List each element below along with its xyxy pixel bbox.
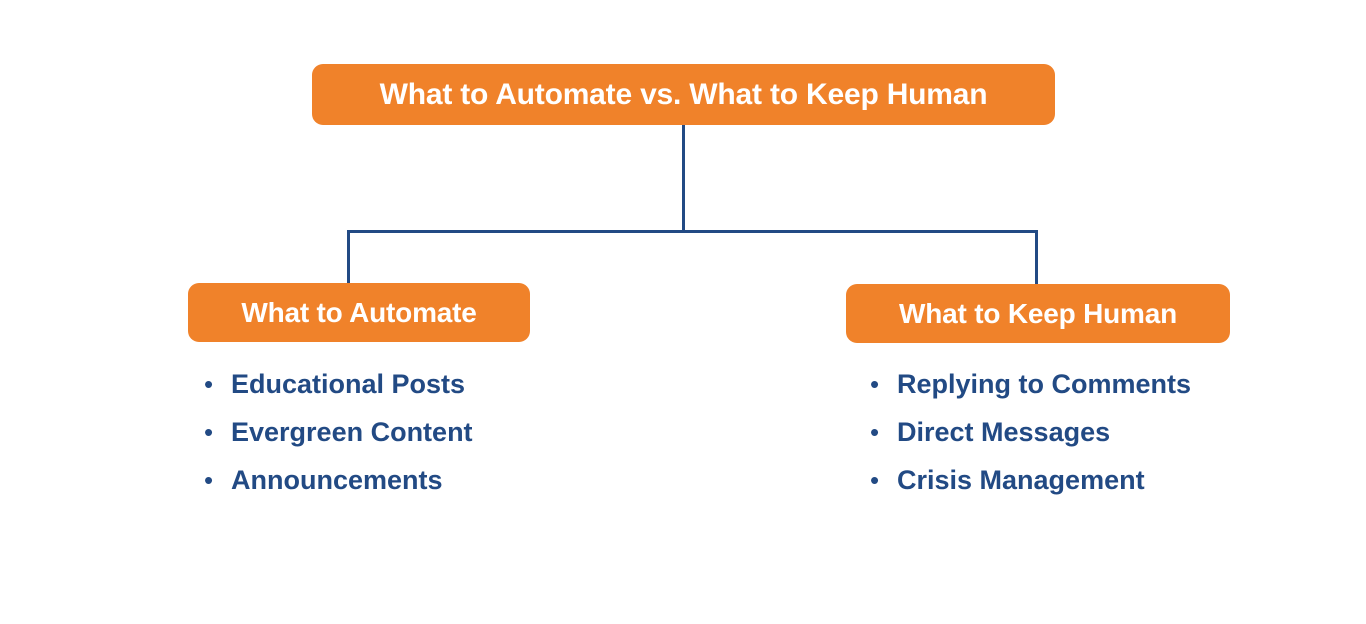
branch-node-automate[interactable]: What to Automate xyxy=(188,283,530,342)
list-item: • Evergreen Content xyxy=(204,419,604,467)
branch-node-keep-human[interactable]: What to Keep Human xyxy=(846,284,1230,343)
list-item: • Announcements xyxy=(204,467,604,515)
list-item-label: Crisis Management xyxy=(897,465,1145,495)
list-item-label: Evergreen Content xyxy=(231,417,473,447)
list-item: • Replying to Comments xyxy=(870,371,1330,419)
bullet-point-icon: • xyxy=(204,417,214,447)
list-item-label: Replying to Comments xyxy=(897,369,1192,399)
list-item-label: Announcements xyxy=(231,465,443,495)
bullet-point-icon: • xyxy=(204,369,214,399)
list-item: • Educational Posts xyxy=(204,371,604,419)
list-item: • Crisis Management xyxy=(870,467,1330,515)
bullet-point-icon: • xyxy=(870,465,880,495)
root-node-label: What to Automate vs. What to Keep Human xyxy=(379,77,988,111)
list-item-label: Educational Posts xyxy=(231,369,466,399)
root-node[interactable]: What to Automate vs. What to Keep Human xyxy=(312,64,1055,125)
bullet-point-icon: • xyxy=(870,417,880,447)
branch-list-automate: • Educational Posts • Evergreen Content … xyxy=(204,371,604,515)
bullet-point-icon: • xyxy=(204,465,214,495)
bullet-point-icon: • xyxy=(870,369,880,399)
branch-list-keep-human: • Replying to Comments • Direct Messages… xyxy=(870,371,1330,515)
branch-node-keep-human-label: What to Keep Human xyxy=(899,297,1177,329)
branch-node-automate-label: What to Automate xyxy=(241,296,477,328)
list-item-label: Direct Messages xyxy=(897,417,1111,447)
list-item: • Direct Messages xyxy=(870,419,1330,467)
